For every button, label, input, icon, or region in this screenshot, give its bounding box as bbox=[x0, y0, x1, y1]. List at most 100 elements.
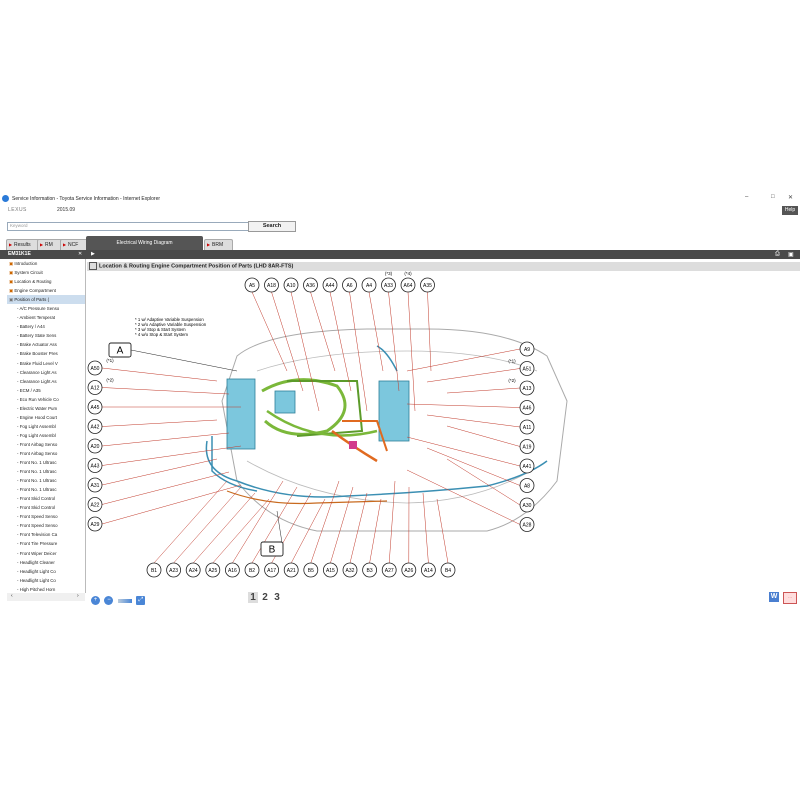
connector-A46[interactable]: A46 bbox=[519, 400, 535, 415]
tree-item[interactable]: - Front Tire Pressure bbox=[7, 539, 85, 548]
connector-A50[interactable]: A50 bbox=[87, 360, 103, 376]
connector-A23[interactable]: A23 bbox=[166, 562, 181, 578]
tree-item[interactable]: ▣ Location & Routing bbox=[7, 277, 85, 286]
connector-A44[interactable]: A44 bbox=[322, 277, 338, 293]
connector-A11[interactable]: A11 bbox=[519, 419, 535, 435]
tree-item[interactable]: - Front No. 1 Ultrasc bbox=[7, 458, 85, 467]
tree-item[interactable]: - Front Television Ca bbox=[7, 530, 85, 539]
tree-item[interactable]: - Fog Light Assembl bbox=[7, 431, 85, 440]
tree-item[interactable]: - Battery / A44 bbox=[7, 322, 85, 331]
tree-item[interactable]: - Ambient Temperat bbox=[7, 313, 85, 322]
print-icon[interactable]: ⎙ bbox=[775, 251, 780, 257]
connector-A32[interactable]: A32 bbox=[342, 562, 358, 578]
connector-A51[interactable]: A51 bbox=[519, 361, 535, 376]
connector-A12[interactable]: A12 bbox=[87, 380, 103, 395]
tree-item[interactable]: - Eco Run Vehicle Co bbox=[7, 395, 85, 404]
zoom-out-icon[interactable]: − bbox=[104, 596, 114, 606]
connector-A15[interactable]: A15 bbox=[322, 562, 338, 578]
tree-item[interactable]: - Front No. 1 Ultrasc bbox=[7, 485, 85, 494]
tree-item[interactable]: - Front Speed Senso bbox=[7, 512, 85, 521]
tree-item[interactable]: - A/C Pressure Senso bbox=[7, 304, 85, 313]
tree-item[interactable]: - Front Skid Control bbox=[7, 503, 85, 512]
tree-item[interactable]: - Front No. 1 Ultrasc bbox=[7, 476, 85, 485]
connector-B5[interactable]: B5 bbox=[303, 562, 319, 578]
tab-brm[interactable]: ▶BRM bbox=[204, 239, 233, 250]
zoom-slider[interactable] bbox=[117, 598, 132, 603]
connector-A33[interactable]: A33 bbox=[381, 277, 396, 293]
connector-A29[interactable]: A29 bbox=[87, 516, 103, 532]
scroll-right-icon[interactable]: › bbox=[77, 593, 79, 599]
tree-item[interactable]: - Fog Light Assembl bbox=[7, 422, 85, 431]
scroll-left-icon[interactable]: ‹ bbox=[11, 593, 13, 599]
keyword-input[interactable]: Keyword bbox=[7, 222, 249, 231]
connector-A9[interactable]: A9 bbox=[519, 341, 535, 357]
minimize-icon[interactable]: – bbox=[745, 194, 749, 200]
connector-A36[interactable]: A36 bbox=[303, 277, 318, 293]
tab-electrical-wiring-diagram[interactable]: Electrical Wiring Diagram bbox=[86, 236, 203, 250]
connector-A13[interactable]: A13 bbox=[519, 380, 535, 396]
zoom-in-icon[interactable]: + bbox=[91, 596, 100, 606]
close-panel-icon[interactable]: ✕ bbox=[78, 251, 83, 257]
connector-B4[interactable]: B4 bbox=[440, 562, 456, 578]
tree-item[interactable]: - Front Airbag Senso bbox=[7, 449, 85, 458]
callout-b[interactable]: B bbox=[260, 541, 284, 557]
connector-A19[interactable]: A19 bbox=[519, 439, 535, 454]
tree-item[interactable]: - Brake Fluid Level V bbox=[7, 359, 85, 368]
tree-item[interactable]: - Brake Booster Pres bbox=[7, 349, 85, 358]
page-3-button[interactable]: 3 bbox=[274, 592, 280, 603]
tree-item[interactable]: - Front Airbag Senso bbox=[7, 440, 85, 449]
connector-A22[interactable]: A22 bbox=[87, 497, 103, 512]
connector-A25[interactable]: A25 bbox=[205, 562, 221, 578]
connector-A21[interactable]: A21 bbox=[283, 562, 299, 578]
tree-item[interactable]: ▣ Introduction bbox=[7, 259, 85, 268]
tree-item[interactable]: - Front Speed Senso bbox=[7, 521, 85, 530]
tree-item[interactable]: - Front Skid Control bbox=[7, 494, 85, 503]
tree-item[interactable]: - Front No. 1 Ultrasc bbox=[7, 467, 85, 476]
connector-A35[interactable]: A35 bbox=[420, 277, 435, 293]
tree-item[interactable]: ▣ System Circuit bbox=[7, 268, 85, 277]
connector-A10[interactable]: A10 bbox=[283, 277, 299, 293]
tree-item[interactable]: - Clearance Light As bbox=[7, 377, 85, 386]
tree-item[interactable]: - Headlight Cleaner bbox=[7, 558, 85, 567]
connector-A24[interactable]: A24 bbox=[185, 562, 201, 578]
fit-page-icon[interactable]: ⤢ bbox=[136, 596, 146, 606]
tree-item[interactable]: ▣ Position of Parts ( bbox=[7, 295, 85, 305]
window-icon[interactable]: ▣ bbox=[788, 252, 794, 258]
tree-item[interactable]: - ECM / A35 bbox=[7, 386, 85, 395]
tree-item[interactable]: - High Pitched Horn bbox=[7, 585, 85, 593]
connector-A8[interactable]: A8 bbox=[519, 478, 535, 493]
tree-item[interactable]: - Battery State Sens bbox=[7, 331, 85, 340]
tree-item[interactable]: - Front Wiper Deicer bbox=[7, 549, 85, 558]
connector-A41[interactable]: A41 bbox=[519, 458, 535, 474]
connector-A27[interactable]: A27 bbox=[381, 562, 397, 578]
maximize-icon[interactable]: □ bbox=[771, 194, 775, 200]
play-icon[interactable]: ▶ bbox=[91, 251, 95, 257]
collapse-icon[interactable] bbox=[89, 262, 97, 270]
connector-A5[interactable]: A5 bbox=[244, 277, 260, 293]
page-1-button[interactable]: 1 bbox=[248, 592, 258, 603]
connector-A64[interactable]: A64 bbox=[400, 277, 416, 293]
connector-A18[interactable]: A18 bbox=[264, 277, 279, 293]
connector-A43[interactable]: A43 bbox=[87, 458, 103, 473]
connector-A4[interactable]: A4 bbox=[361, 277, 377, 293]
tree-item[interactable]: - Headlight Light Co bbox=[7, 567, 85, 576]
connector-B1[interactable]: B1 bbox=[146, 562, 162, 578]
connector-A16[interactable]: A16 bbox=[224, 562, 240, 578]
connector-A26[interactable]: A26 bbox=[401, 562, 417, 578]
callout-a[interactable]: A bbox=[108, 342, 132, 358]
connector-A14[interactable]: A14 bbox=[420, 562, 436, 578]
tree-item[interactable]: - Clearance Light As bbox=[7, 368, 85, 377]
help-button[interactable]: Help bbox=[782, 206, 798, 215]
tree-item[interactable]: - Brake Actuator Ass bbox=[7, 340, 85, 349]
tree-item[interactable]: - Electric Water Pum bbox=[7, 404, 85, 413]
page-2-button[interactable]: 2 bbox=[262, 592, 268, 603]
connector-A17[interactable]: A17 bbox=[264, 562, 280, 578]
comment-icon[interactable]: ··· bbox=[783, 592, 797, 604]
connector-A45[interactable]: A45 bbox=[87, 399, 103, 415]
connector-A28[interactable]: A28 bbox=[519, 517, 535, 532]
tree-item[interactable]: - Headlight Light Co bbox=[7, 576, 85, 585]
search-button[interactable]: Search bbox=[248, 221, 296, 232]
connector-B2[interactable]: B2 bbox=[244, 562, 260, 578]
tree-item[interactable]: ▣ Engine Compartment bbox=[7, 286, 85, 295]
